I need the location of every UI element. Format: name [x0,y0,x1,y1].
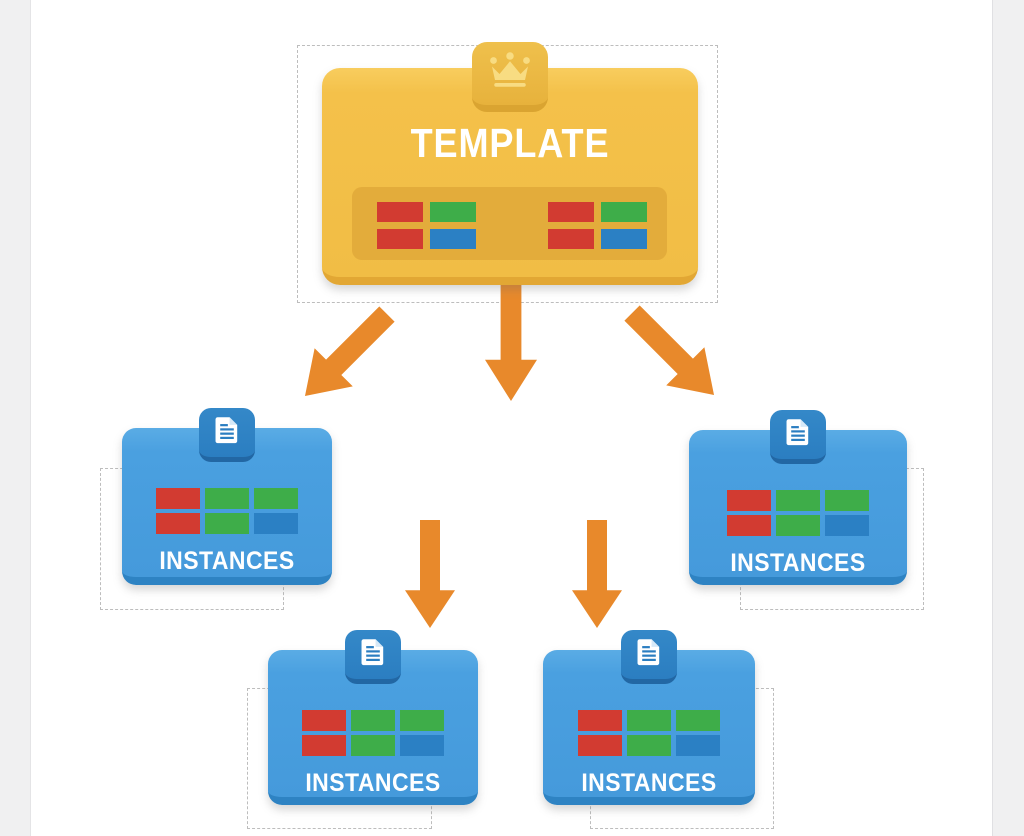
instance-block-grid [689,490,907,540]
content-block-green [776,490,820,511]
content-block-blue [676,735,720,756]
content-block-blue [825,515,869,536]
template-label: TEMPLATE [410,120,610,166]
content-block-green [627,710,671,731]
instance-badge [345,630,401,684]
instance-label: INSTANCES [730,549,866,577]
template-block-group [377,202,476,260]
content-block-blue [430,229,476,249]
content-block-green [351,735,395,756]
content-block-red [727,515,771,536]
content-block-red [578,735,622,756]
instance-block-grid [268,710,478,760]
template-block-group [548,202,647,260]
template-badge [472,42,548,112]
content-block-red [156,513,200,534]
instance-node-left: INSTANCES [122,408,332,585]
instance-block-grid [543,710,755,760]
instance-node-right: INSTANCES [689,410,907,585]
instance-node-bottom-right: INSTANCES [543,630,755,805]
content-block-green [400,710,444,731]
arrow-down-icon [485,283,537,401]
content-block-green [676,710,720,731]
content-block-red [156,488,200,509]
page-margin-right [992,0,1024,836]
instance-label: INSTANCES [305,769,441,797]
arrow-down-left-icon [286,295,406,415]
arrow-down-icon [572,520,622,628]
document-icon [632,635,666,674]
document-icon [781,415,815,454]
content-block-green [430,202,476,222]
arrow-down-right-icon [613,294,733,414]
content-block-green [601,202,647,222]
arrow-down-icon [405,520,455,628]
content-block-blue [400,735,444,756]
content-block-red [727,490,771,511]
content-block-red [548,202,594,222]
document-icon [210,413,244,452]
content-block-red [548,229,594,249]
content-block-green [351,710,395,731]
instance-label: INSTANCES [159,547,295,575]
page-margin-left [0,0,31,836]
content-block-blue [601,229,647,249]
template-content-panel [352,187,667,260]
content-block-green [776,515,820,536]
content-block-red [377,229,423,249]
content-block-green [254,488,298,509]
content-block-red [302,710,346,731]
instance-node-bottom-left: INSTANCES [268,630,478,805]
instance-badge [770,410,826,464]
content-block-green [205,513,249,534]
content-block-red [302,735,346,756]
instance-badge [199,408,255,462]
document-icon [356,635,390,674]
instance-block-grid [122,488,332,538]
instance-badge [621,630,677,684]
content-block-red [377,202,423,222]
content-block-blue [254,513,298,534]
content-block-red [578,710,622,731]
content-block-green [205,488,249,509]
template-node: TEMPLATE [322,42,698,285]
crown-icon [486,51,534,96]
content-block-green [825,490,869,511]
instance-label: INSTANCES [581,769,717,797]
content-block-green [627,735,671,756]
